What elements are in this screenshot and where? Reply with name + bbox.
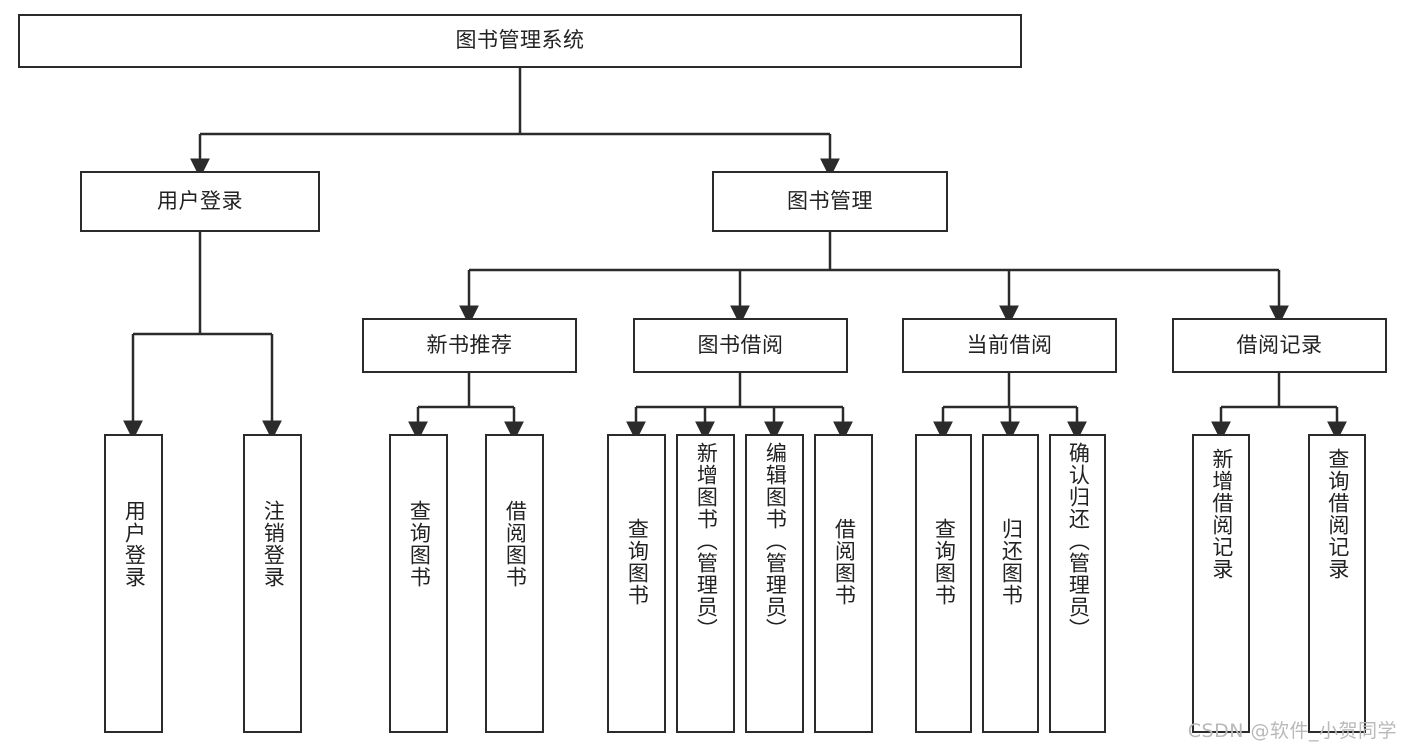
node-book-management-label: 图书管理 xyxy=(787,188,873,213)
node-leaf-confirm-return[interactable]: 确认归还（管理员） xyxy=(1049,434,1106,733)
node-leaf-borrow-book-recommend-label: 借阅图书 xyxy=(503,500,528,588)
node-leaf-add-book-label: 新增图书（管理员） xyxy=(694,442,719,640)
node-leaf-user-login[interactable]: 用户登录 xyxy=(104,434,163,733)
node-leaf-return-book-label: 归还图书 xyxy=(999,518,1024,606)
node-user-login-label: 用户登录 xyxy=(157,188,243,213)
node-book-management[interactable]: 图书管理 xyxy=(712,171,948,232)
node-leaf-query-book-borrow-label: 查询图书 xyxy=(625,518,650,606)
node-current-borrow[interactable]: 当前借阅 xyxy=(902,318,1117,373)
node-leaf-query-book-recommend-label: 查询图书 xyxy=(407,500,432,588)
node-current-borrow-label: 当前借阅 xyxy=(966,332,1053,357)
node-leaf-add-book[interactable]: 新增图书（管理员） xyxy=(676,434,735,733)
node-leaf-query-book-borrow[interactable]: 查询图书 xyxy=(607,434,666,733)
node-leaf-add-borrow-record[interactable]: 新增借阅记录 xyxy=(1192,434,1250,733)
node-borrow-records-label: 借阅记录 xyxy=(1236,332,1323,357)
node-leaf-query-borrow-record-label: 查询借阅记录 xyxy=(1325,448,1350,580)
node-leaf-add-borrow-record-label: 新增借阅记录 xyxy=(1209,448,1234,580)
node-leaf-confirm-return-label: 确认归还（管理员） xyxy=(1066,442,1091,640)
node-new-book-recommend-label: 新书推荐 xyxy=(426,332,513,357)
node-leaf-query-book-current-label: 查询图书 xyxy=(932,518,957,606)
node-root-label: 图书管理系统 xyxy=(455,28,585,53)
node-leaf-return-book[interactable]: 归还图书 xyxy=(982,434,1039,733)
node-leaf-logout[interactable]: 注销登录 xyxy=(243,434,302,733)
node-new-book-recommend[interactable]: 新书推荐 xyxy=(362,318,577,373)
node-leaf-borrow-book-recommend[interactable]: 借阅图书 xyxy=(485,434,544,733)
node-leaf-query-borrow-record[interactable]: 查询借阅记录 xyxy=(1308,434,1366,733)
node-root[interactable]: 图书管理系统 xyxy=(18,14,1022,68)
watermark: CSDN @软件_小贺同学 xyxy=(1187,720,1397,742)
node-leaf-query-book-recommend[interactable]: 查询图书 xyxy=(389,434,448,733)
node-borrow-records[interactable]: 借阅记录 xyxy=(1172,318,1387,373)
node-leaf-borrow-book[interactable]: 借阅图书 xyxy=(814,434,873,733)
node-book-borrow-label: 图书借阅 xyxy=(697,332,784,357)
node-book-borrow[interactable]: 图书借阅 xyxy=(633,318,848,373)
node-leaf-query-book-current[interactable]: 查询图书 xyxy=(915,434,972,733)
node-leaf-borrow-book-label: 借阅图书 xyxy=(832,518,857,606)
node-leaf-edit-book-label: 编辑图书（管理员） xyxy=(763,442,788,640)
node-user-login[interactable]: 用户登录 xyxy=(80,171,320,232)
node-leaf-edit-book[interactable]: 编辑图书（管理员） xyxy=(745,434,804,733)
node-leaf-logout-label: 注销登录 xyxy=(261,500,286,588)
node-leaf-user-login-label: 用户登录 xyxy=(122,500,147,588)
